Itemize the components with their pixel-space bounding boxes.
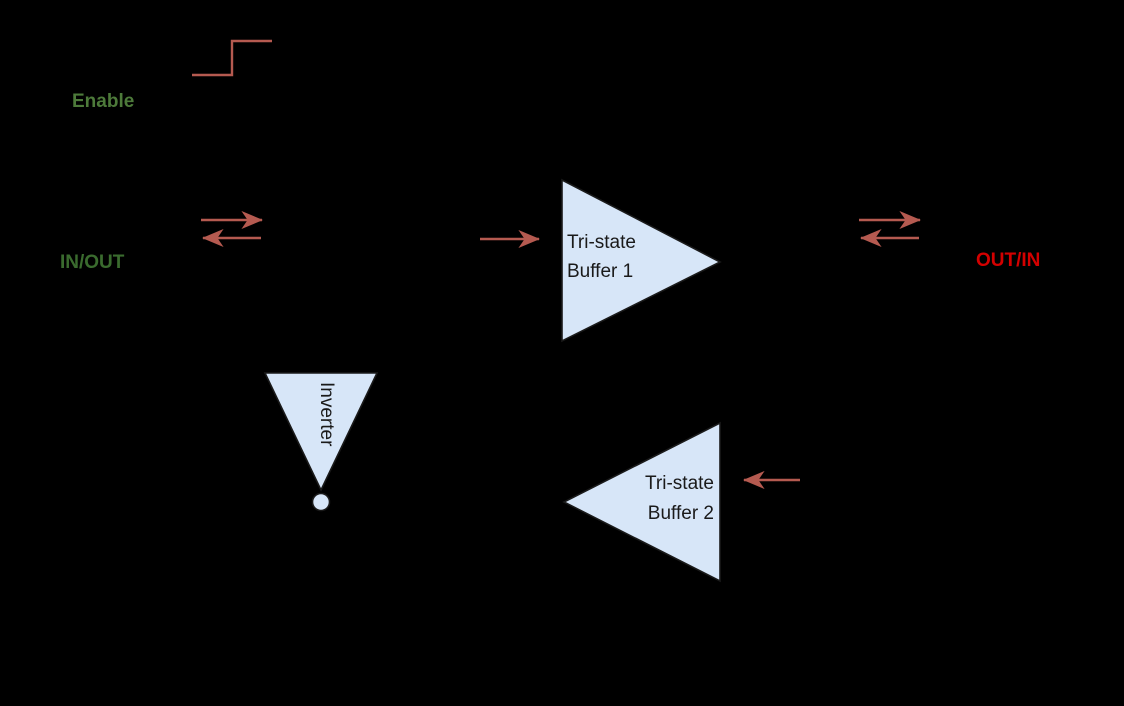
gate-tri-state-buffer-2[interactable]: Tri-state Buffer 2 (562, 421, 721, 583)
inverter-bubble-icon (311, 492, 331, 512)
gate2-label-line-2: Buffer 2 (648, 503, 714, 524)
in-out-label: IN/OUT (60, 252, 125, 273)
out-in-label: OUT/IN (976, 250, 1040, 271)
gate-tri-state-buffer-1[interactable]: Tri-state Buffer 1 (561, 178, 722, 343)
gate-label-line-1: Tri-state (567, 232, 636, 253)
enable-step-waveform (192, 39, 272, 77)
gate-label-inverter: Inverter (316, 382, 337, 447)
gate-label-line-2: Buffer 1 (567, 261, 633, 282)
enable-label: Enable (72, 91, 134, 112)
gate-inverter[interactable]: Inverter (263, 372, 379, 512)
gate2-label-line-1: Tri-state (645, 473, 714, 494)
